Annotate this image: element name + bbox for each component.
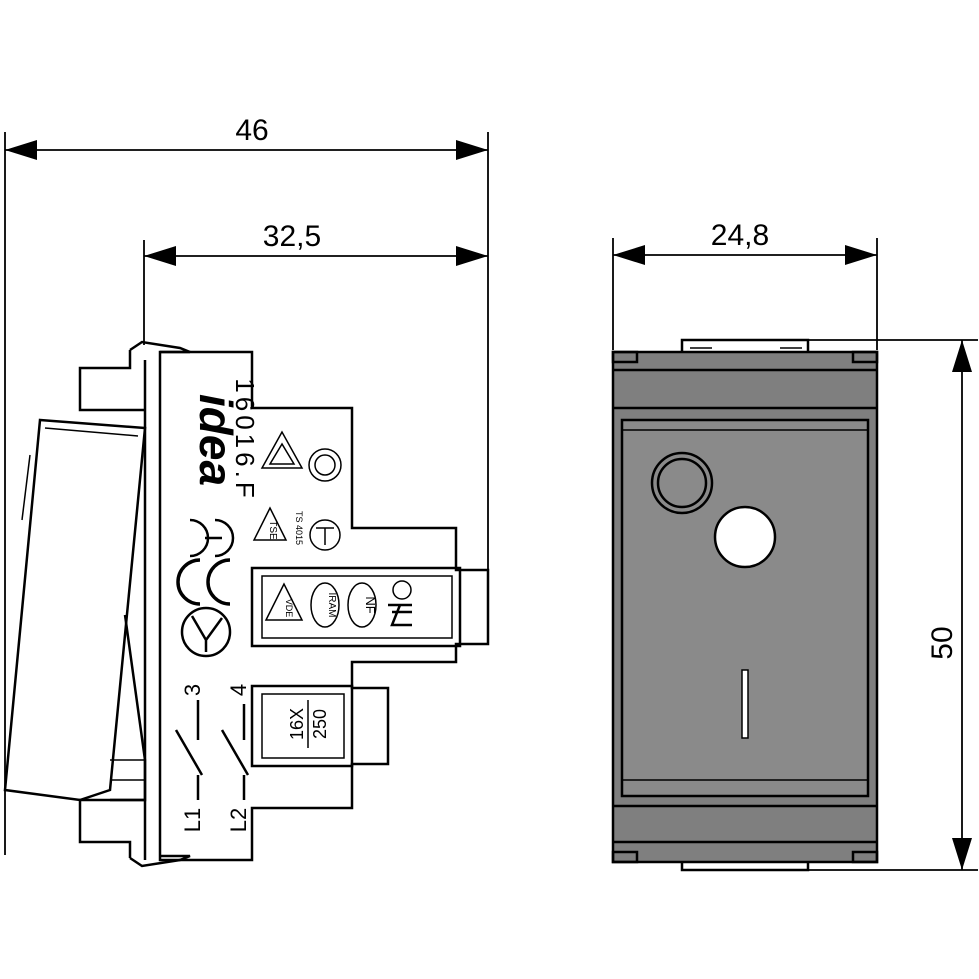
dimension-46: 46 — [4, 114, 489, 855]
svg-text:NF: NF — [363, 596, 378, 613]
indicator-lens-ring — [650, 451, 714, 515]
vde-icon: VDE — [264, 582, 304, 621]
dimension-32-5: 32,5 — [143, 220, 488, 345]
rocker-dot — [713, 505, 777, 569]
iram-icon: IRAM — [310, 582, 340, 628]
dimension-50: 50 — [808, 339, 978, 871]
svg-text:TS 4015: TS 4015 — [294, 511, 304, 545]
dimension-46-label: 46 — [235, 114, 268, 147]
rating-bottom: 250 — [310, 709, 330, 739]
nf-icon: NF — [347, 582, 378, 628]
pct-icon — [309, 519, 341, 551]
upper-terminal-window — [250, 566, 462, 648]
side-bottom-clip — [78, 798, 191, 868]
indicator-lens — [656, 457, 708, 509]
dimension-32-5-label: 32,5 — [263, 220, 321, 253]
tse-icon: TSE TS 4015 — [252, 506, 304, 545]
rocker-paddle — [3, 418, 147, 802]
rating-top: 16X — [287, 708, 307, 740]
lower-terminal-window — [250, 684, 354, 768]
terminal-3-label: 3 — [180, 684, 205, 696]
ce-mark-large-icon — [176, 558, 231, 606]
side-body-outline — [158, 350, 490, 862]
terminal-4-label: 4 — [226, 684, 251, 696]
svg-text:IRAM: IRAM — [326, 593, 337, 618]
terminal-l2-label: L2 — [226, 808, 251, 832]
ccc-icon — [308, 448, 342, 482]
side-top-clip — [78, 340, 191, 412]
side-view: idea 16016.F TSE TS 4015 — [3, 340, 490, 868]
ground-symbol-icon — [388, 580, 412, 627]
dimension-24-8-label: 24,8 — [711, 219, 769, 252]
brand-marking: idea — [190, 394, 242, 486]
on-mark — [741, 669, 749, 739]
contact-diagram — [174, 700, 250, 800]
product-code: 16016.F — [230, 378, 260, 501]
front-view — [611, 338, 879, 872]
ce-mark-icon — [189, 518, 235, 558]
dimension-24-8: 24,8 — [612, 219, 878, 350]
dimension-50-label: 50 — [926, 626, 959, 659]
svg-text:VDE: VDE — [284, 599, 294, 618]
rocker-symbol-icon — [180, 606, 232, 658]
svg-text:TSE: TSE — [267, 520, 278, 540]
terminal-l1-label: L1 — [180, 808, 205, 832]
cert-triangle-icon — [260, 430, 304, 469]
